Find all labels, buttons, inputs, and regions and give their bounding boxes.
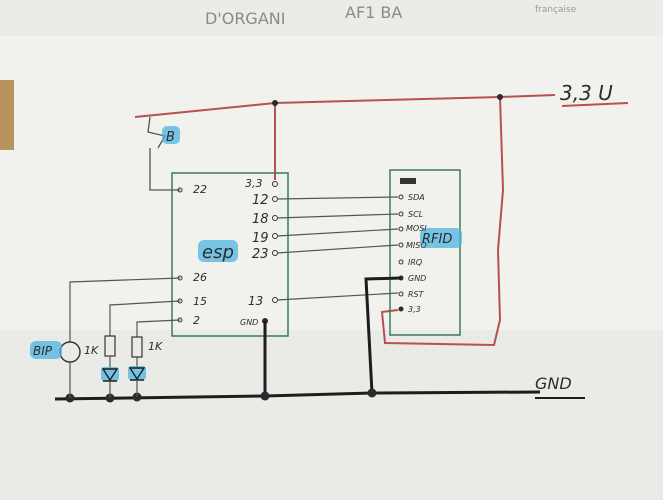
rfid-pin-sda-dot: [398, 194, 404, 200]
esp-pin-13: 13: [248, 294, 263, 308]
junction-gnd-rfid: [367, 388, 377, 398]
vcc-label-underline: [561, 102, 629, 107]
led1-wire: [109, 300, 181, 336]
button-label: B: [166, 130, 175, 145]
esp-pin-19: 19: [252, 231, 269, 246]
gnd-rail: [54, 390, 541, 401]
header-text-right: française: [535, 5, 577, 15]
buzzer-wire: [69, 277, 181, 342]
esp-pin-3v3: 3,3: [245, 177, 263, 190]
esp-pin-2: 2: [193, 314, 200, 327]
top-paper-edge: [0, 0, 663, 36]
esp-pin-12: 12: [252, 193, 269, 208]
junction-gnd-esp: [260, 391, 270, 401]
vcc-rail: [134, 94, 556, 118]
gnd-label: GND: [535, 374, 572, 393]
wire-miso: [276, 244, 399, 254]
wire-mosi: [276, 228, 399, 237]
esp-chip: [171, 172, 289, 337]
rfid-pin-miso-dot: [398, 242, 404, 248]
esp-pin-15: 15: [193, 295, 207, 308]
esp-pin-22-dot: [177, 187, 183, 193]
rfid-gnd-wire: [364, 276, 402, 394]
wire-rst: [276, 292, 399, 301]
rfid-pin-3v3: 3,3: [408, 305, 421, 314]
rfid-pin-3v3-dot: [398, 306, 404, 312]
wire-sda: [276, 196, 399, 200]
rfid-pin-scl-dot: [398, 211, 404, 217]
esp-label: esp: [202, 242, 234, 263]
led2-wire: [136, 319, 181, 337]
rfid-pin-irq: IRQ: [408, 258, 422, 267]
button-wire: [147, 116, 180, 191]
rfid-pin-mosi-dot: [398, 226, 404, 232]
esp-label-highlight: [198, 240, 238, 262]
rfid-label: RFID: [422, 232, 452, 247]
rfid-pin-miso: MISO: [406, 241, 427, 250]
vcc-label: 3,3 U: [560, 81, 613, 105]
rfid-label-highlight: [420, 228, 462, 248]
rfid-pin-rst-dot: [398, 291, 404, 297]
junction-vcc-esp: [272, 100, 278, 106]
rfid-module: [389, 169, 461, 336]
rfid-pin-mosi: MOSI: [406, 224, 427, 233]
esp-pin-26: 26: [193, 271, 207, 284]
esp-pin-gnd: GND: [240, 318, 258, 327]
buzzer-label: BIP: [33, 344, 53, 358]
vcc-to-rfid-wire: [380, 96, 505, 347]
rfid-pin-irq-dot: [398, 259, 404, 265]
wire-scl: [276, 213, 399, 219]
paper-shadow: [0, 330, 663, 500]
button-highlight: [162, 126, 180, 144]
buzzer-label-highlight: [30, 341, 62, 359]
rfid-pin-rst: RST: [408, 290, 425, 299]
esp-pin-3v3-dot: [272, 181, 278, 187]
esp-pin-22: 22: [193, 183, 207, 196]
esp-pin-23: 23: [252, 247, 269, 262]
led1-highlight: [101, 367, 119, 381]
rfid-pin-scl: SCL: [408, 210, 423, 219]
led2-highlight: [128, 366, 146, 380]
rfid-scribble: [400, 178, 416, 184]
header-text-left: D'ORGANI: [205, 9, 285, 28]
rfid-pin-gnd: GND: [408, 274, 426, 283]
esp-pin-18: 18: [252, 212, 269, 227]
header-text-mid: AF1 BA: [345, 3, 402, 22]
rfid-pin-sda: SDA: [408, 193, 425, 202]
resistor-2-label: 1K: [148, 340, 163, 353]
resistor-1-label: 1K: [84, 344, 99, 357]
junction-vcc-rfid: [497, 94, 503, 100]
wood-corner: [0, 80, 14, 150]
